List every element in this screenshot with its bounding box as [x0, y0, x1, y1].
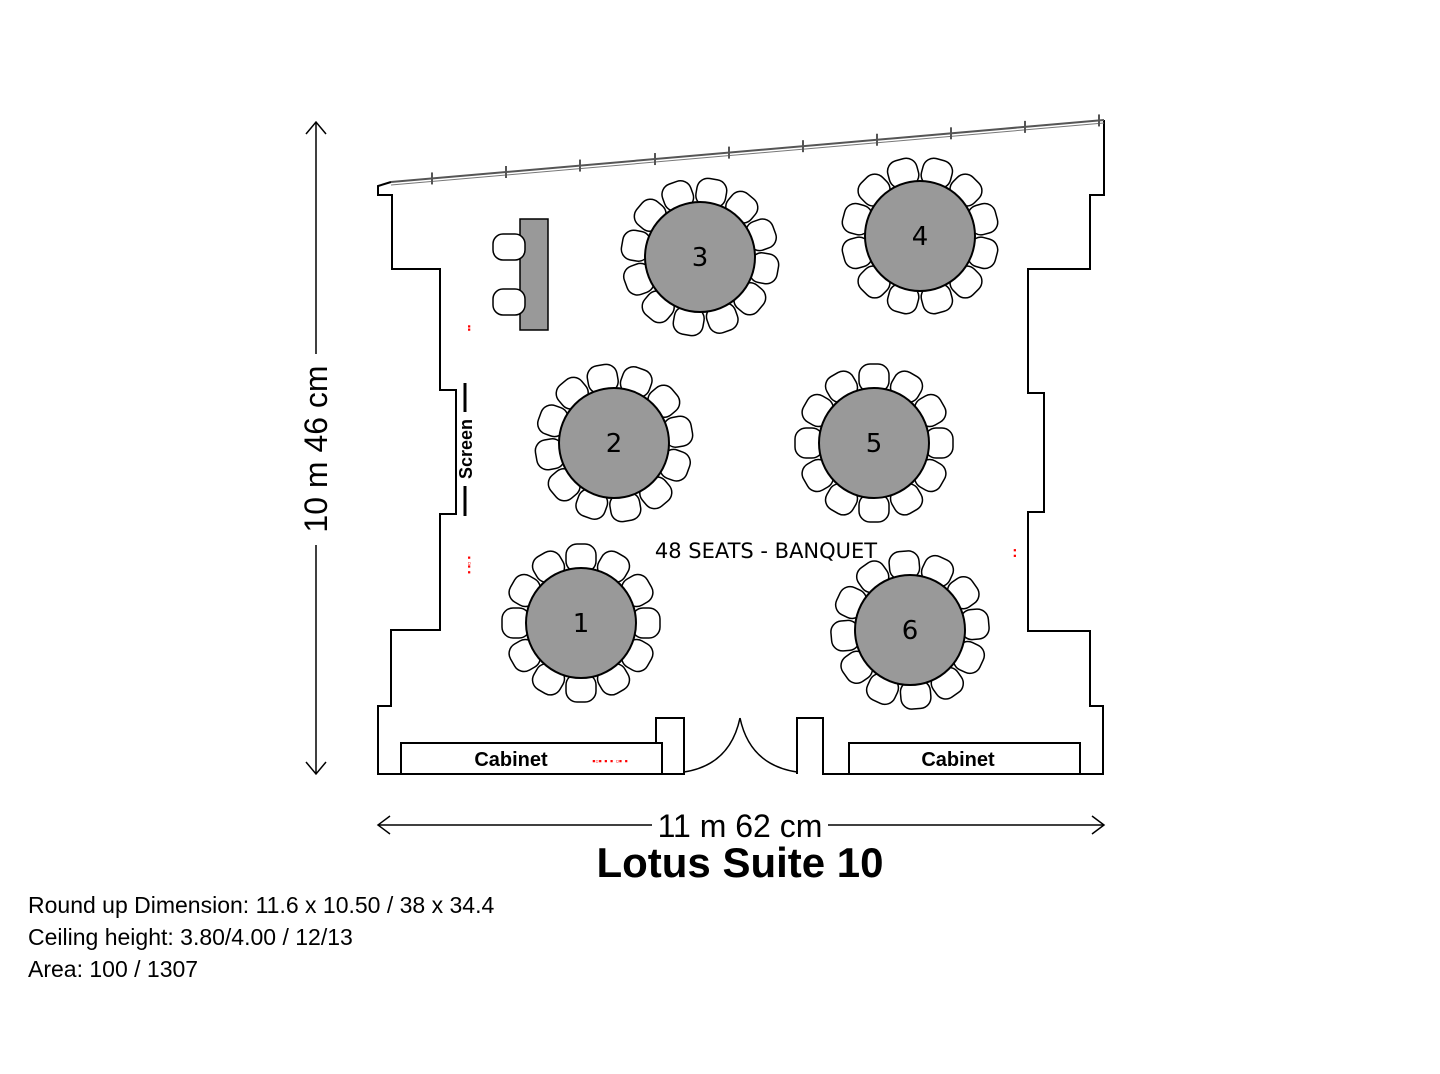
- table-number: 2: [606, 429, 623, 459]
- room-wall-outline-right: [796, 120, 1105, 775]
- cabinet-left-label: Cabinet: [474, 749, 548, 771]
- info-dimension: Round up Dimension: 11.6 x 10.50 / 38 x …: [28, 892, 495, 918]
- table-number: 5: [866, 429, 883, 459]
- round-table-3: 3: [620, 177, 780, 337]
- window-wall: [390, 119, 1105, 186]
- round-table-5: 5: [794, 363, 954, 523]
- table-top: [864, 180, 976, 292]
- cabinet-right-label: Cabinet: [921, 749, 995, 771]
- svg-text:▪▪: ▪▪: [464, 325, 474, 331]
- table-top: [854, 574, 966, 686]
- info-area: Area: 100 / 1307: [28, 956, 199, 982]
- round-table-1: 1: [501, 543, 661, 703]
- red-wall-markers: ▪▪ ▪ ▪▫ ▪ ▪ ▪: [464, 325, 1020, 574]
- outlet-marker: ▪▫▪ ▪ ▪ ▫▪ ▪: [592, 756, 628, 766]
- round-tables: 1 2 3 4 5 6: [501, 157, 999, 710]
- layout-label: 48 SEATS - BANQUET: [655, 539, 877, 563]
- height-dimension: [305, 120, 327, 776]
- svg-text:▪ ▪▫ ▪: ▪ ▪▫ ▪: [464, 556, 474, 574]
- room-wall-outline: [377, 181, 685, 775]
- window-mullions: [431, 114, 1100, 185]
- screen-label: Screen: [456, 419, 476, 479]
- height-label: 10 m 46 cm: [298, 365, 334, 532]
- cabinet-left: Cabinet ▪▫▪ ▪ ▪ ▫▪ ▪: [400, 742, 663, 775]
- table-number: 3: [692, 243, 709, 273]
- table-top: [525, 567, 637, 679]
- round-table-6: 6: [830, 550, 990, 710]
- room-title: Lotus Suite 10: [596, 839, 883, 886]
- width-dimension: [376, 815, 1106, 835]
- width-label: 11 m 62 cm: [658, 808, 823, 844]
- round-table-4: 4: [841, 157, 999, 315]
- round-table-2: 2: [534, 363, 694, 523]
- table-top: [644, 201, 756, 313]
- table-top: [558, 387, 670, 499]
- table-number: 1: [573, 609, 590, 639]
- info-ceiling-height: Ceiling height: 3.80/4.00 / 12/13: [28, 924, 353, 950]
- projection-screen: Screen: [456, 383, 476, 516]
- cabinet-right: Cabinet: [848, 742, 1081, 775]
- head-table: [492, 218, 549, 331]
- entrance-door: [683, 717, 798, 773]
- svg-text:▪ ▪: ▪ ▪: [1010, 549, 1020, 558]
- table-number: 4: [912, 222, 929, 252]
- table-top: [818, 387, 930, 499]
- table-number: 6: [902, 616, 919, 646]
